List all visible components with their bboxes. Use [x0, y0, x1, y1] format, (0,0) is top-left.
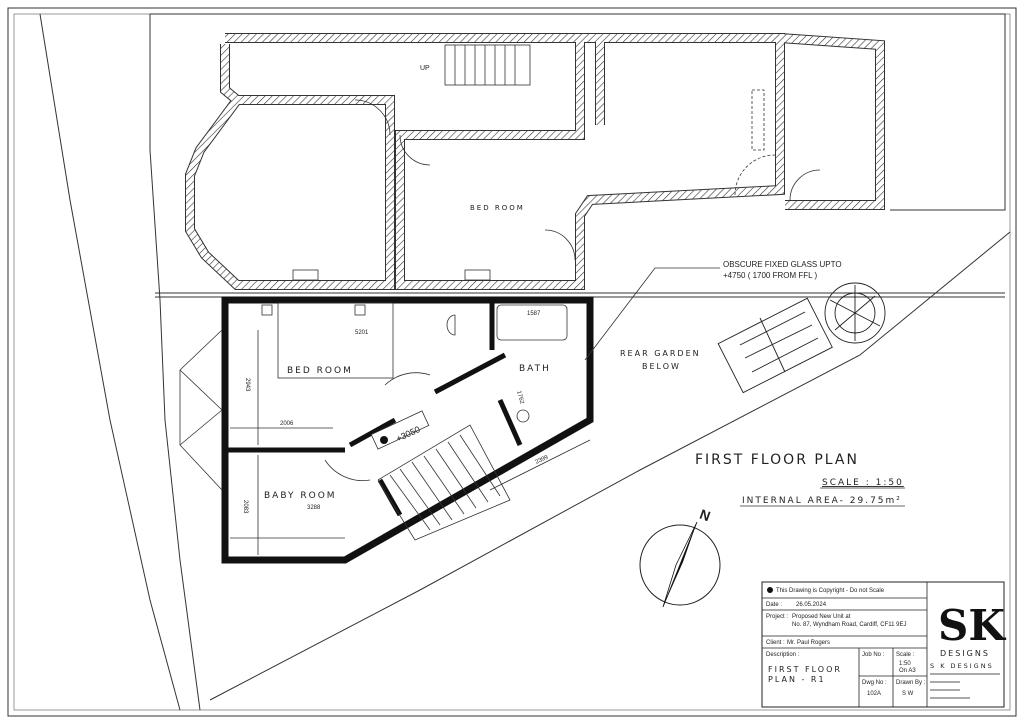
project-label: Project : — [766, 614, 788, 620]
description-label: Description : — [766, 652, 800, 658]
dim-bedroom-depth: 2943 — [244, 378, 250, 392]
drawn-by-label: Drawn By : — [896, 680, 926, 686]
dim-bedroom-width: 5201 — [355, 330, 369, 336]
scale-paper: On A3 — [899, 668, 916, 674]
existing-bedroom-label: BED ROOM — [470, 204, 525, 212]
description-line1: FIRST FLOOR — [768, 665, 842, 674]
drawing-border — [7, 7, 1017, 717]
dim-bedroom-partial: 2006 — [280, 421, 294, 427]
north-arrow-icon: N — [639, 506, 721, 608]
rear-garden-label: REAR GARDEN — [620, 349, 701, 358]
sk-designs-logo: SK DESIGNS — [938, 601, 1006, 658]
dim-baby-width: 3288 — [307, 505, 321, 511]
bath-label: BATH — [519, 364, 551, 374]
internal-area: INTERNAL AREA- 29.75m² — [742, 496, 902, 506]
north-label: N — [698, 506, 713, 524]
company-name: S K DESIGNS — [930, 662, 994, 670]
date-label: Date : — [766, 602, 782, 608]
client-label: Client : — [766, 640, 785, 646]
stair-up-label: UP — [420, 65, 430, 72]
project-line1: Proposed New Unit at — [792, 614, 851, 620]
existing-building: UP BED ROOM — [185, 33, 885, 290]
dim-stair-run: 2399 — [535, 454, 550, 465]
drawing-title: FIRST FLOOR PLAN — [695, 452, 859, 468]
dim-bath-side: 1762 — [515, 390, 524, 405]
garden-furniture — [717, 297, 833, 394]
bedroom-label: BED ROOM — [287, 366, 353, 376]
job-no-label: Job No : — [862, 652, 885, 658]
dim-baby-depth: 2083 — [242, 500, 248, 514]
client-value: Mr. Paul Rogers — [787, 640, 830, 646]
dim-bath-length: 1587 — [527, 311, 541, 317]
annotation-line1: OBSCURE FIXED GLASS UPTO — [723, 260, 842, 269]
baby-room-label: BABY ROOM — [264, 491, 337, 501]
rear-garden-below-label: BELOW — [642, 362, 681, 371]
date-value: 26.05.2024 — [796, 602, 827, 608]
tree-icon — [824, 282, 886, 344]
drg-no-value: 102A — [867, 691, 881, 697]
scale-label: Scale : — [896, 652, 915, 658]
description-line2: PLAN - R1 — [768, 675, 826, 684]
annotation-line2: +4750 ( 1700 FROM FFL ) — [723, 271, 818, 280]
first-floor-plan: +3050 BED ROOM BABY ROOM BATH 5201 2943 … — [179, 267, 720, 564]
logo-mark: SK — [938, 601, 1006, 650]
scale-value: 1:50 — [899, 661, 911, 667]
logo-caption: DESIGNS — [940, 649, 990, 658]
company-contact-lines — [930, 673, 1000, 699]
copyright-note: This Drawing is Copyright - Do not Scale — [776, 588, 885, 594]
drawn-by-value: S W — [902, 691, 914, 697]
drg-no-label: Dwg No : — [862, 680, 887, 686]
project-line2: No. 87, Wyndham Road, Cardiff, CF11 9EJ — [792, 622, 906, 628]
drawing-scale: SCALE : 1:50 — [822, 478, 904, 488]
title-block: This Drawing is Copyright - Do not Scale… — [761, 581, 1006, 708]
